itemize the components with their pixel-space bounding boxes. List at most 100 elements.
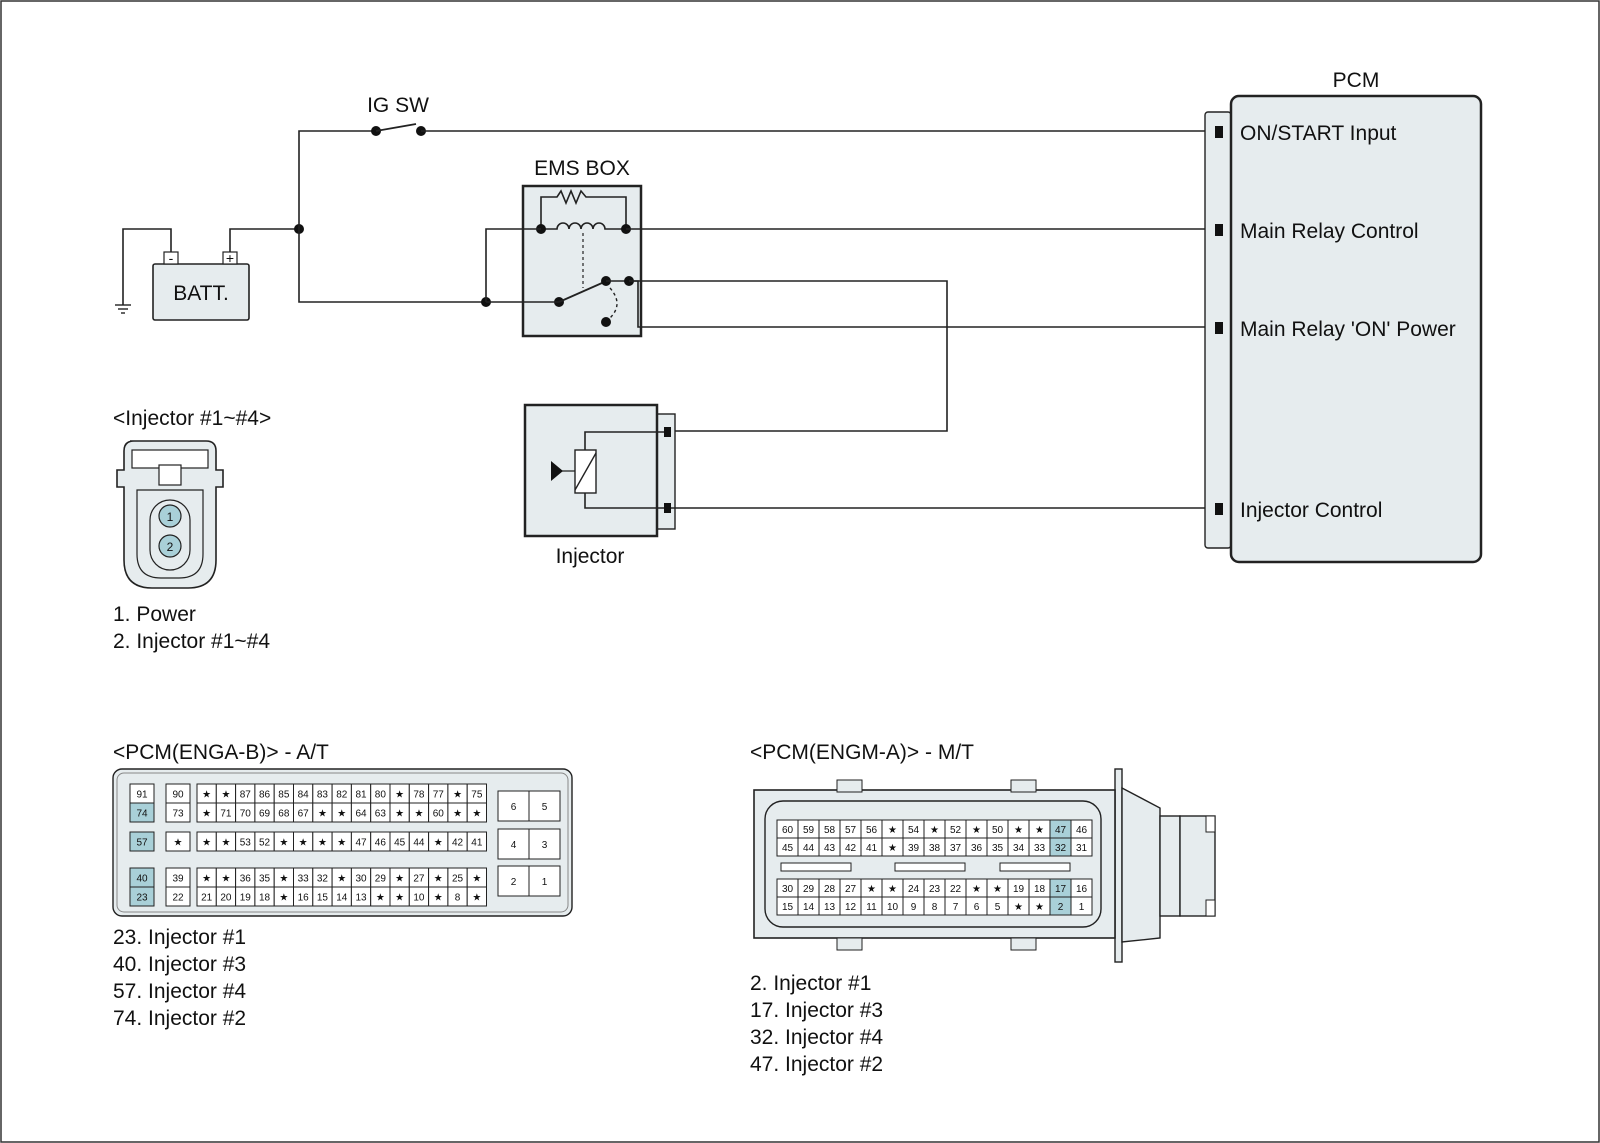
pcm-at-pin: 81	[355, 790, 367, 801]
injector-pin-2: 2	[167, 540, 174, 554]
pcm-at-side-pin-cell	[528, 828, 561, 860]
pcm-mt-pin: 36	[971, 843, 983, 854]
pcm-mt-pin: 28	[824, 884, 836, 895]
pcm-mt-pin: 27	[845, 884, 857, 895]
pcm-pin-main-relay-on-power: Main Relay 'ON' Power	[1240, 318, 1456, 341]
pcm-at-pin: 90	[172, 790, 184, 801]
pcm-at-pin: 22	[172, 893, 184, 904]
pcm-at-pin: ★	[279, 838, 288, 849]
pcm-mt-pin: 10	[887, 902, 899, 913]
pcm-mt-pin: 17	[1055, 884, 1067, 895]
pcm-at-pin: ★	[472, 809, 481, 820]
pcm-at-pin-cell	[129, 886, 155, 907]
pcm-mt-pin: 41	[866, 843, 878, 854]
pcm-at-legend-3: 57. Injector #4	[113, 980, 246, 1003]
pcm-at-pin: ★	[337, 838, 346, 849]
pcm-at-pin: ★	[453, 790, 462, 801]
pcm-mt-pin: 31	[1076, 843, 1088, 854]
pcm-mt-pin: 11	[866, 902, 877, 913]
pcm-at-pin: ★	[395, 893, 404, 904]
pcm-at-pin: 39	[172, 874, 184, 885]
pcm-at-pin-cell	[129, 831, 155, 852]
pcm-at-pin: ★	[434, 893, 443, 904]
pcm-mt-pin: 58	[824, 825, 836, 836]
pcm-mt-pin: 50	[992, 825, 1004, 836]
pcm-at-pin: 52	[259, 838, 271, 849]
pcm-at-pin: 74	[136, 809, 148, 820]
pcm-at-pin: 86	[259, 790, 271, 801]
pcm-at-pin: ★	[318, 809, 327, 820]
pcm-at-pin: ★	[395, 790, 404, 801]
pcm: PCM ON/START Input Main Relay Control Ma…	[1204, 69, 1483, 564]
pcm-mt-title: <PCM(ENGM-A)> - M/T	[750, 741, 974, 764]
pcm-at-pin: 63	[375, 809, 387, 820]
pcm-mt-pin-cell	[1070, 896, 1093, 916]
pcm-mt-pin: ★	[888, 843, 897, 854]
pcm-at-pin-cell	[466, 831, 488, 852]
pcm-mt-pin: 16	[1076, 884, 1088, 895]
pcm-mt-pin: ★	[930, 825, 939, 836]
pcm-mt-pin-cell	[1070, 837, 1093, 857]
pcm-at-pin: ★	[202, 874, 211, 885]
pcm-mt-pin: 30	[782, 884, 794, 895]
pcm-at-pin-cell	[466, 886, 488, 907]
pcm-at-pin: 80	[375, 790, 387, 801]
pcm-mt-legend-4: 47. Injector #2	[750, 1053, 883, 1076]
pcm-at-pin: 41	[471, 838, 483, 849]
pcm-at-pin: 85	[278, 790, 290, 801]
pcm-at-pin: ★	[279, 893, 288, 904]
pcm-mt-pin: 14	[803, 902, 815, 913]
battery-minus: -	[169, 250, 174, 266]
pcm-pin-on-start: ON/START Input	[1240, 122, 1397, 145]
pcm-mt-pin: 42	[845, 843, 857, 854]
pcm-at-legend-1: 23. Injector #1	[113, 926, 246, 949]
pcm-mt-pin: 57	[845, 825, 857, 836]
pcm-at-side-pin: 4	[511, 840, 517, 851]
pcm-at-pin: ★	[202, 790, 211, 801]
pcm-at-pin: 47	[355, 838, 367, 849]
pcm-mt-pin: 46	[1076, 825, 1088, 836]
pcm-at-pin: ★	[434, 874, 443, 885]
valve-icon	[551, 461, 563, 481]
wire-to-igsw	[298, 130, 376, 229]
pcm-at-pin: ★	[221, 874, 230, 885]
pcm-mt-pin: 2	[1058, 902, 1064, 913]
pcm-at-side-pin: 3	[542, 840, 548, 851]
pcm-at-side-pin-cell	[528, 865, 561, 897]
pcm-at-pin: 30	[355, 874, 367, 885]
pcm-at-side-pin: 1	[542, 877, 548, 888]
pcm-at-pin: ★	[337, 874, 346, 885]
pcm-mt-pin: 59	[803, 825, 815, 836]
pcm-mt-pin: 32	[1055, 843, 1067, 854]
pcm-mt-pin: ★	[972, 825, 981, 836]
pcm-at-pin: 18	[259, 893, 271, 904]
pcm-at-pin: 69	[259, 809, 271, 820]
pcm-at-pin: 19	[240, 893, 252, 904]
pcm-mt-pin: 43	[824, 843, 836, 854]
ig-switch-icon	[375, 123, 417, 132]
pcm-mt-legend: 2. Injector #1 17. Injector #3 32. Injec…	[750, 972, 883, 1076]
pcm-at-pin: 10	[413, 893, 425, 904]
pcm-at-pin: 71	[220, 809, 232, 820]
pcm-at-pin: 8	[455, 893, 461, 904]
pcm-label: PCM	[1333, 69, 1380, 92]
injector-legend-2: 2. Injector #1~#4	[113, 630, 270, 653]
wire-batt-plus	[229, 228, 299, 252]
pcm-mt-pin: 23	[929, 884, 941, 895]
pcm-mt-pin: 38	[929, 843, 941, 854]
pcm-mt-pin: 12	[845, 902, 857, 913]
pcm-at-pin-cell	[129, 802, 155, 823]
ems-box-label: EMS BOX	[534, 157, 630, 180]
pcm-at-pin: ★	[395, 874, 404, 885]
pcm-at-pin: 70	[240, 809, 252, 820]
pcm-at-pin: ★	[221, 790, 230, 801]
pcm-at-pin: 15	[317, 893, 329, 904]
pcm-at-pin: 77	[433, 790, 445, 801]
pcm-mt-pin: 22	[950, 884, 962, 895]
pcm-at-pin: ★	[299, 838, 308, 849]
pcm-at-pin: 29	[375, 874, 387, 885]
pcm-at-pin: 44	[413, 838, 425, 849]
pcm-at-pin: ★	[318, 838, 327, 849]
pcm-mt-pin: 7	[953, 902, 959, 913]
pcm-at-pin: 45	[394, 838, 406, 849]
